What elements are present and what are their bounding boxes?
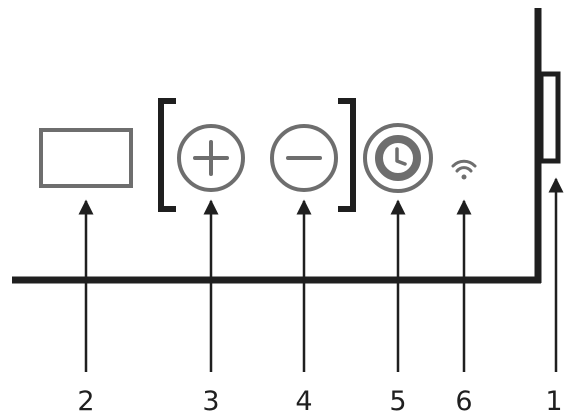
wifi-outer-arc (451, 159, 477, 168)
timer-outer-ring (363, 123, 433, 193)
callout-label-6: 6 (455, 386, 472, 417)
minus-button[interactable] (270, 124, 338, 192)
clock-icon (375, 135, 421, 181)
callout-label-3: 3 (202, 386, 219, 417)
callout-arrows (78, 177, 564, 372)
timer-button[interactable] (363, 123, 433, 193)
adjust-bracket (158, 98, 356, 212)
callout-labels: 2 3 4 5 6 1 (77, 386, 562, 417)
side-button[interactable] (538, 71, 561, 164)
clock-hands (395, 147, 407, 166)
wifi-dot (461, 174, 467, 180)
callout-label-5: 5 (389, 386, 406, 417)
wifi-middle-arc (455, 166, 473, 173)
plus-circle-icon (177, 124, 245, 192)
right-bracket (338, 98, 356, 212)
plus-button[interactable] (177, 124, 245, 192)
panel-outline (12, 8, 542, 284)
wifi-icon (451, 159, 477, 180)
minus-circle-icon (270, 124, 338, 192)
callout-label-2: 2 (77, 386, 94, 417)
left-bracket (158, 98, 176, 212)
display-window (39, 128, 133, 188)
callout-label-1: 1 (545, 386, 562, 417)
callout-label-4: 4 (295, 386, 312, 417)
